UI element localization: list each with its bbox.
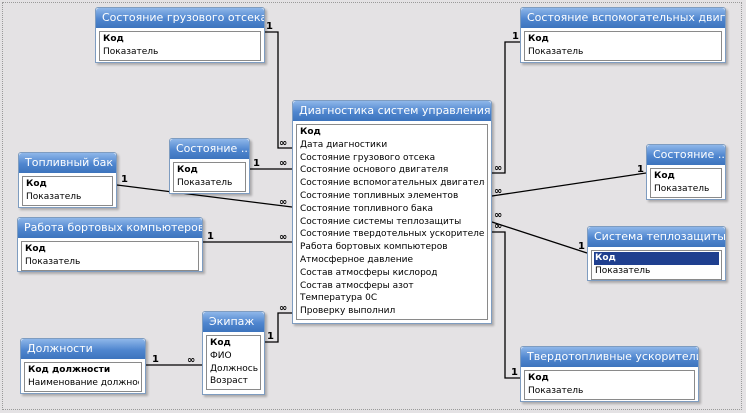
field-primary-key[interactable]: Код — [528, 373, 549, 383]
field-primary-key[interactable]: Код должности — [28, 365, 111, 375]
field[interactable]: Показатель — [26, 191, 82, 202]
table-aux-engines-state[interactable]: Состояние вспомогательных двиг Код Показ… — [520, 7, 726, 63]
field-list: Код Показатель — [524, 370, 695, 400]
field[interactable]: Показатель — [654, 183, 710, 194]
field[interactable]: Показатель — [177, 177, 233, 188]
field[interactable]: Температура 0С — [300, 293, 378, 304]
table-header[interactable]: Работа бортовых компьютеров — [18, 218, 202, 238]
field-list: Код Показатель — [173, 162, 246, 192]
field-primary-key[interactable]: Код — [654, 171, 675, 181]
table-solid-boosters[interactable]: Твердотопливные ускорители Код Показател… — [520, 346, 699, 402]
table-fuel-cells-state[interactable]: Состояние ... Код Показатель — [646, 144, 726, 200]
field[interactable]: Атмосферное давление — [300, 254, 413, 265]
field[interactable]: Состояние топливных элементов — [300, 190, 459, 201]
field[interactable]: Состав атмосферы кислород — [300, 267, 438, 278]
table-control-systems-diagnostics[interactable]: Диагностика систем управления Код Дата д… — [292, 100, 492, 324]
field[interactable]: Состояние основого двигателя — [300, 165, 449, 176]
field[interactable]: Работа бортовых компьютеров — [300, 242, 448, 253]
field[interactable]: Состав атмосферы азот — [300, 280, 414, 291]
table-engine-state[interactable]: Состояние ... Код Показатель — [169, 138, 250, 194]
field[interactable]: Состояние топливного бака — [300, 203, 434, 214]
field[interactable]: Показатель — [528, 46, 584, 57]
table-thermal-protection[interactable]: Система теплозащиты Код Показатель — [587, 226, 726, 281]
table-header[interactable]: Экипаж — [203, 312, 264, 332]
field-list: Код Показатель — [21, 241, 199, 271]
table-header[interactable]: Состояние ... — [170, 139, 249, 159]
table-fuel-tank[interactable]: Топливный бак Код Показатель — [18, 152, 117, 208]
field[interactable]: Состояние вспомогательных двигателей — [300, 178, 485, 189]
table-onboard-computers[interactable]: Работа бортовых компьютеров Код Показате… — [17, 217, 203, 272]
field-primary-key-selected[interactable]: Код — [594, 252, 719, 265]
field-list: Код Показатель — [591, 250, 722, 280]
field[interactable]: Дата диагностики — [300, 139, 388, 150]
table-header[interactable]: Топливный бак — [19, 153, 116, 173]
field-list: Код Показатель — [99, 31, 261, 61]
field[interactable]: Показатель — [103, 46, 159, 57]
field[interactable]: Показатель — [25, 256, 81, 267]
field[interactable]: Должнось — [210, 363, 258, 374]
field-primary-key[interactable]: Код — [528, 34, 549, 44]
field-list: Код Дата диагностики Состояние грузового… — [296, 124, 488, 320]
field[interactable]: Показатель — [528, 385, 584, 396]
field-primary-key[interactable]: Код — [300, 127, 321, 137]
table-header[interactable]: Состояние грузового отсека — [96, 8, 264, 28]
field[interactable]: Состояние твердотельных ускорителей — [300, 229, 485, 240]
field-list: Код Показатель — [22, 176, 113, 206]
field[interactable]: Состояние системы теплозащиты — [300, 216, 462, 227]
table-positions[interactable]: Должности Код должности Наименование дол… — [20, 338, 146, 394]
field[interactable]: Наименование должности — [28, 377, 139, 388]
field-primary-key[interactable]: Код — [103, 34, 124, 44]
field[interactable]: Проверку выполнил — [300, 306, 396, 317]
diagram-canvas — [2, 2, 742, 410]
table-header[interactable]: Состояние вспомогательных двиг — [521, 8, 725, 28]
field[interactable]: Возраст — [210, 376, 248, 387]
field-list: Код Показатель — [650, 168, 722, 198]
table-header[interactable]: Твердотопливные ускорители — [521, 347, 698, 367]
field[interactable]: ФИО — [210, 350, 232, 361]
table-header[interactable]: Должности — [21, 339, 145, 359]
field-list: Код Показатель — [524, 31, 722, 61]
field-list: Код должности Наименование должности — [24, 362, 142, 392]
table-header[interactable]: Система теплозащиты — [588, 227, 725, 247]
table-header[interactable]: Состояние ... — [647, 145, 725, 165]
field-primary-key[interactable]: Код — [26, 179, 47, 189]
field-primary-key[interactable]: Код — [210, 338, 231, 348]
table-crew[interactable]: Экипаж Код ФИО Должнось Возраст — [202, 311, 265, 395]
table-header[interactable]: Диагностика систем управления — [293, 101, 491, 121]
field[interactable]: Показатель — [595, 265, 651, 276]
table-cargo-bay-state[interactable]: Состояние грузового отсека Код Показател… — [95, 7, 265, 63]
field-list: Код ФИО Должнось Возраст — [206, 335, 261, 391]
field-primary-key[interactable]: Код — [177, 165, 198, 175]
field[interactable]: Состояние грузового отсека — [300, 152, 436, 163]
field-primary-key[interactable]: Код — [25, 244, 46, 254]
